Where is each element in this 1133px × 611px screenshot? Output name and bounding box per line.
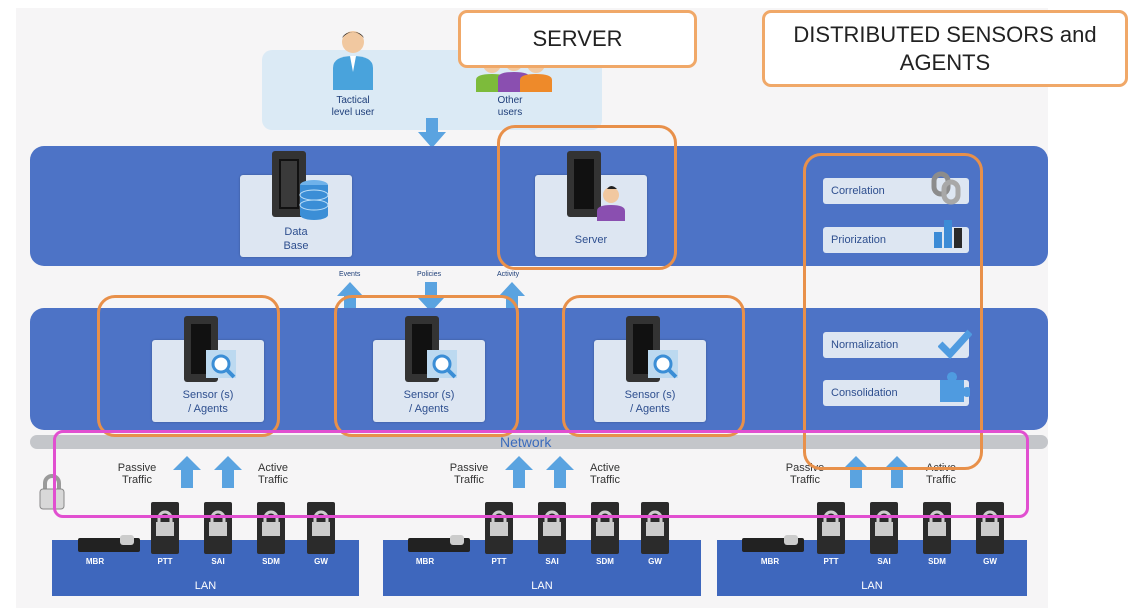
arrow-up-icon <box>173 456 201 488</box>
network-highlight <box>53 430 1029 518</box>
consolidation-label: Consolidation <box>831 387 898 399</box>
sensor-icon <box>405 316 457 382</box>
lock-icon <box>39 474 65 510</box>
device-label: MBR <box>760 557 780 566</box>
device-label: PTT <box>157 557 173 566</box>
database-icon <box>272 151 329 220</box>
sensor-highlight-3 <box>562 295 745 437</box>
device-label: SAI <box>877 557 891 566</box>
checkmark-icon <box>938 329 972 360</box>
router-icon <box>78 535 140 552</box>
device-label: SDM <box>596 557 614 566</box>
passive-traffic-label: Passive Traffic <box>785 462 825 486</box>
database-card: Data Base <box>240 151 352 257</box>
network-label: Network <box>500 434 552 450</box>
database-label: Data Base <box>283 226 309 252</box>
sensor-icon <box>184 316 236 382</box>
active-traffic-label: Active Traffic <box>590 462 620 486</box>
arrow-up-icon <box>883 456 911 488</box>
arrow-up-icon <box>505 456 533 488</box>
other-users-label: Other users <box>497 95 523 118</box>
sensor-card-3: Sensor (s) / Agents <box>594 316 706 422</box>
sensor-card-1: Sensor (s) / Agents <box>152 316 264 422</box>
device-label: GW <box>314 557 328 566</box>
server-highlight <box>497 125 677 270</box>
correlation-label: Correlation <box>831 185 885 197</box>
device-label: MBR <box>415 557 435 566</box>
arrow-up-icon <box>842 456 870 488</box>
lan-label-3: LAN <box>861 580 883 592</box>
lan-label-2: LAN <box>531 580 553 592</box>
device-label: SDM <box>262 557 280 566</box>
chain-link-icon <box>931 171 961 205</box>
device-label: PTT <box>823 557 839 566</box>
normalization-label: Normalization <box>831 339 899 351</box>
events-label: Events <box>339 271 361 278</box>
policies-label: Policies <box>417 271 442 278</box>
server-label: Server <box>574 234 608 246</box>
router-icon <box>408 535 470 552</box>
sensor-highlight-1 <box>97 295 280 437</box>
activity-label: Activity <box>497 271 520 278</box>
sensor-icon <box>626 316 678 382</box>
lan-label-1: LAN <box>194 580 217 592</box>
device-label: SDM <box>928 557 946 566</box>
sensor-card-2: Sensor (s) / Agents <box>373 316 485 422</box>
person-icon <box>333 31 373 90</box>
device-label: SAI <box>545 557 559 566</box>
router-icon <box>742 535 804 552</box>
sensor-highlight-2 <box>334 295 519 437</box>
arrow-down-icon <box>418 118 446 148</box>
arrow-up-icon <box>546 456 574 488</box>
processing-highlight <box>803 153 983 470</box>
sensor-label-1: Sensor (s) / Agents <box>182 389 234 415</box>
bar-chart-icon <box>934 220 962 248</box>
puzzle-icon <box>940 372 970 402</box>
priorization-label: Priorization <box>831 234 887 246</box>
device-label: PTT <box>491 557 507 566</box>
arrow-up-icon <box>214 456 242 488</box>
server-callout: SERVER <box>458 10 697 68</box>
server-icon <box>567 151 625 221</box>
server-card: Server <box>535 151 647 257</box>
arrow-up-icon <box>499 282 525 312</box>
sensor-label-2: Sensor (s) / Agents <box>403 389 455 415</box>
sensor-label-3: Sensor (s) / Agents <box>624 389 676 415</box>
distributed-callout: DISTRIBUTED SENSORS and AGENTS <box>762 10 1128 87</box>
device-label: MBR <box>85 557 105 566</box>
active-traffic-label: Active Traffic <box>258 462 288 486</box>
network-bar <box>30 435 1048 449</box>
passive-traffic-label: Passive Traffic <box>117 462 157 486</box>
device-label: GW <box>648 557 662 566</box>
tactical-user-label: Tactical level user <box>331 95 375 118</box>
device-label: GW <box>983 557 997 566</box>
passive-traffic-label: Passive Traffic <box>449 462 489 486</box>
device-label: SAI <box>211 557 225 566</box>
